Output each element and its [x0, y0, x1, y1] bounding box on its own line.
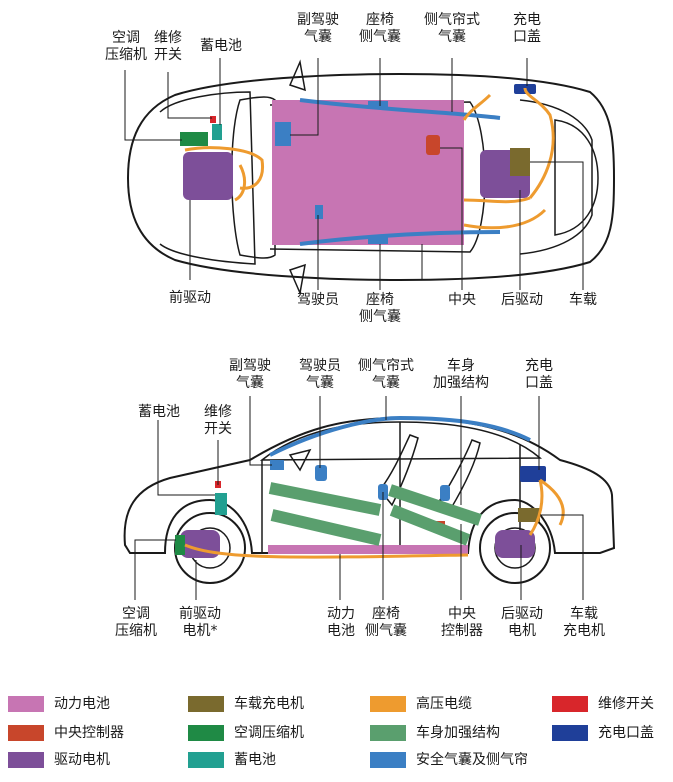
- legend-swatch: [370, 752, 406, 768]
- side-view-components: [175, 415, 565, 559]
- top-label-seat-side-airbag: 座椅 侧气囊: [359, 12, 401, 45]
- top-seat-airbag-top: [368, 101, 388, 109]
- legend-label: 车身加强结构: [416, 725, 500, 741]
- side-charge-port: [520, 466, 546, 482]
- side-label-driver-airbag: 驾驶员 气囊: [299, 358, 341, 391]
- side-label-central-controller: 中央 控制器: [441, 606, 483, 639]
- top-label-driver: 驾驶员: [297, 292, 339, 308]
- legend-swatch: [188, 752, 224, 768]
- side-passenger-airbag: [270, 460, 284, 470]
- top-seat-airbag-bottom: [368, 236, 388, 244]
- top-driver-airbag: [315, 205, 323, 219]
- legend-swatch: [188, 725, 224, 741]
- legend-label: 安全气囊及侧气帘: [416, 752, 528, 768]
- diagram-drawing: [123, 58, 616, 600]
- top-central-controller: [426, 135, 440, 155]
- legend-swatch: [370, 725, 406, 741]
- legend-swatch: [8, 725, 44, 741]
- side-obc: [518, 508, 540, 522]
- legend-label: 维修开关: [598, 696, 654, 712]
- top-aux-battery: [212, 124, 222, 140]
- legend-swatch: [552, 725, 588, 741]
- side-aux-battery: [215, 493, 227, 515]
- top-ac-compressor: [180, 132, 208, 146]
- side-label-battery: 动力 电池: [327, 606, 355, 639]
- top-curtain-airbag-bottom: [299, 230, 501, 246]
- side-driver-airbag: [315, 465, 327, 481]
- top-label-service-switch: 维修 开关: [154, 30, 182, 63]
- legend-label: 高压电缆: [416, 696, 472, 712]
- top-front-motor: [183, 152, 233, 200]
- side-leaders: [134, 396, 584, 600]
- top-curtain-airbag-top: [299, 98, 501, 120]
- top-label-ac-compressor: 空调 压缩机: [105, 30, 147, 63]
- legend-swatch: [8, 752, 44, 768]
- side-label-curtain-airbag: 侧气帘式 气囊: [358, 358, 414, 391]
- side-label-aux-battery: 蓄电池: [138, 404, 180, 420]
- top-label-front-drive: 前驱动: [169, 290, 211, 306]
- legend-swatch: [8, 696, 44, 712]
- top-leaders: [124, 58, 584, 290]
- legend-label: 蓄电池: [234, 752, 276, 768]
- side-body-reinforcement: [268, 482, 482, 546]
- legend: 动力电池 车载充电机 高压电缆 维修开关 中央控制器 空调压缩机 车身加强结构 …: [0, 690, 673, 782]
- side-label-charge-port: 充电 口盖: [525, 358, 553, 391]
- legend-label: 车载充电机: [234, 696, 304, 712]
- top-label-rear-drive: 后驱动: [501, 292, 543, 308]
- side-label-ac-compressor: 空调 压缩机: [115, 606, 157, 639]
- side-curtain-airbag: [269, 415, 531, 457]
- side-rear-motor: [495, 530, 535, 558]
- side-hv-cable: [184, 478, 565, 559]
- side-label-front-motor: 前驱动 电机*: [179, 606, 221, 639]
- side-ac-compressor: [175, 535, 185, 555]
- side-label-service-switch: 维修 开关: [204, 404, 232, 437]
- legend-label: 驱动电机: [54, 752, 110, 768]
- side-label-body-structure: 车身 加强结构: [433, 358, 489, 391]
- top-service-switch: [210, 116, 216, 123]
- top-label-passenger-airbag: 副驾驶 气囊: [297, 12, 339, 45]
- top-battery: [272, 100, 464, 245]
- top-label-curtain-airbag: 侧气帘式 气囊: [424, 12, 480, 45]
- legend-swatch: [188, 696, 224, 712]
- top-label-charge-port: 充电 口盖: [513, 12, 541, 45]
- legend-swatch: [552, 696, 588, 712]
- side-label-passenger-airbag: 副驾驶 气囊: [229, 358, 271, 391]
- top-label-onboard: 车载: [569, 292, 597, 308]
- top-passenger-airbag: [275, 122, 291, 146]
- top-view-components: [180, 84, 555, 246]
- side-battery: [268, 545, 468, 554]
- side-label-rear-motor: 后驱动 电机: [501, 606, 543, 639]
- top-obc: [510, 148, 530, 176]
- legend-swatch: [370, 696, 406, 712]
- top-label-aux-battery: 蓄电池: [200, 38, 242, 54]
- top-label-seat-side-airbag-bottom: 座椅 侧气囊: [359, 292, 401, 325]
- side-label-onboard-charger: 车载 充电机: [563, 606, 605, 639]
- legend-label: 充电口盖: [598, 725, 654, 741]
- side-seat-airbag-2: [440, 485, 450, 501]
- legend-label: 空调压缩机: [234, 725, 304, 741]
- side-label-seat-side-airbag: 座椅 侧气囊: [365, 606, 407, 639]
- top-label-central: 中央: [448, 292, 476, 308]
- legend-label: 动力电池: [54, 696, 110, 712]
- top-hv-cable: [184, 87, 555, 230]
- legend-label: 中央控制器: [54, 725, 124, 741]
